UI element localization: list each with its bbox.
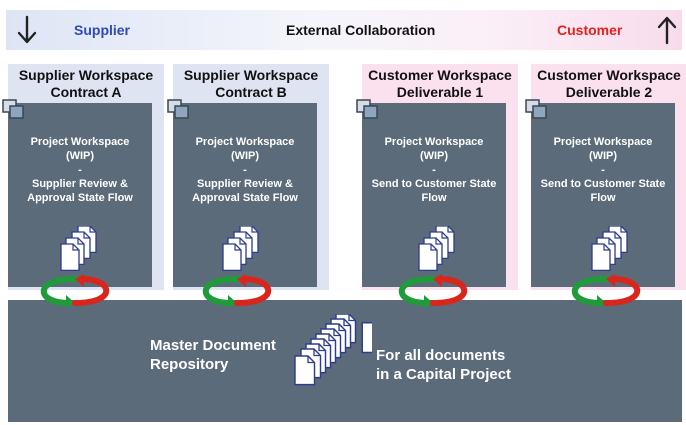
workspace-icon	[2, 99, 24, 119]
documents-icon	[60, 226, 97, 272]
sync-arrows-icon	[202, 274, 272, 308]
down-arrow-icon	[17, 15, 37, 44]
panel-text: Project Workspace(WIP)-Supplier Review &…	[27, 136, 133, 204]
sync-arrows-icon	[571, 274, 641, 308]
collaboration-header-bar	[6, 10, 682, 50]
panel-text: Project Workspace(WIP)-Send to Customer …	[540, 136, 666, 204]
workspace-icon	[525, 99, 547, 119]
sync-arrows-icon	[40, 274, 110, 308]
external-collaboration-label: External Collaboration	[286, 22, 436, 38]
documents-icon	[222, 226, 259, 272]
sync-arrows-icon	[398, 274, 468, 308]
supplier-label: Supplier	[74, 22, 131, 38]
workspace-icon	[167, 99, 189, 119]
workspace-icon	[356, 99, 378, 119]
panel-text: Project Workspace(WIP)-Supplier Review &…	[192, 136, 298, 204]
documents-icon	[591, 226, 628, 272]
up-arrow-icon	[657, 16, 677, 45]
panel-text: Project Workspace(WIP)-Send to Customer …	[371, 136, 497, 204]
documents-icon	[294, 314, 357, 386]
documents-icon	[418, 226, 455, 272]
customer-label: Customer	[557, 22, 623, 38]
